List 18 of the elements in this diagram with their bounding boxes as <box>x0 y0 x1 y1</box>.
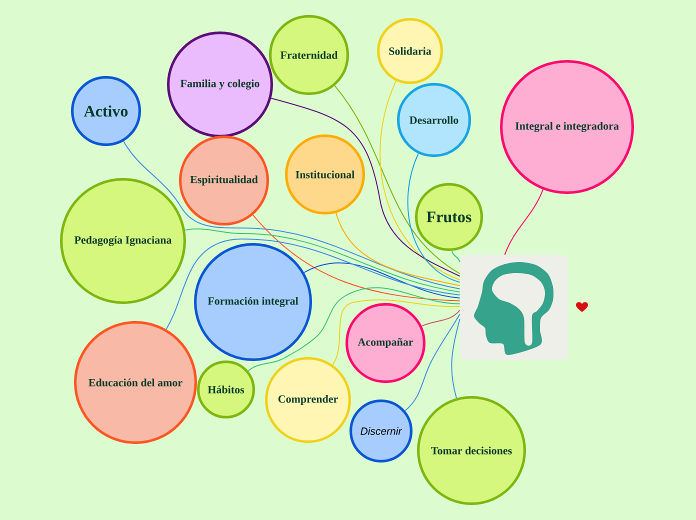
branch-line <box>123 140 460 290</box>
branch-line <box>248 287 460 372</box>
branch-line <box>404 314 460 412</box>
branch-line <box>304 262 460 298</box>
branch-line <box>184 228 460 292</box>
branch-line <box>166 238 460 330</box>
branch-line <box>451 318 460 399</box>
branch-line <box>334 85 460 274</box>
branch-line <box>504 189 544 256</box>
branch-line <box>407 153 460 283</box>
branch-line <box>380 80 460 280</box>
branch-line <box>451 250 460 263</box>
branch-line <box>336 212 460 286</box>
head-picture <box>460 255 568 360</box>
branch-line <box>421 310 460 327</box>
branch-line <box>252 214 460 302</box>
branch-line <box>332 299 460 366</box>
branch-line <box>270 98 460 277</box>
